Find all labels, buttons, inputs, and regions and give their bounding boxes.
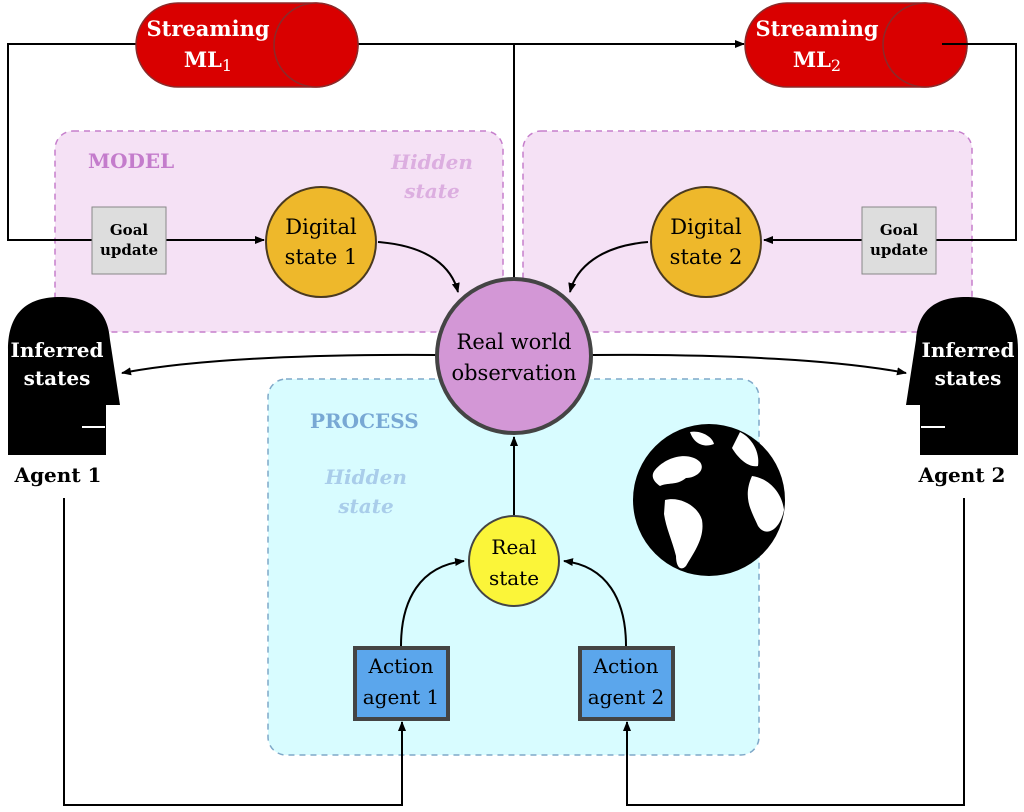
- edge-observation-to-agent1: [121, 353, 437, 376]
- model-hidden-state-line1: Hidden: [390, 150, 473, 174]
- streaming-ml-1-line2: ML1: [184, 47, 232, 75]
- edge-digital2-to-observation: [568, 241, 649, 293]
- agent-1-name: Agent 1: [14, 463, 102, 487]
- digital-state-1: Digital state 1: [265, 186, 377, 298]
- streaming-ml-2-line2: ML2: [793, 47, 841, 75]
- digital-state-1-line1: Digital: [285, 215, 357, 239]
- real-state-line1: Real: [491, 535, 536, 559]
- agent-2-head-line1: Inferred: [921, 338, 1014, 362]
- digital-state-1-line2: state 1: [285, 245, 358, 269]
- process-hidden-state-line2: state: [337, 494, 393, 518]
- edge-digital1-to-observation: [377, 241, 460, 293]
- goal-update-2-line2: update: [870, 241, 928, 259]
- action-agent-1-line2: agent 1: [363, 685, 440, 709]
- observation-line2: observation: [451, 361, 576, 385]
- globe-icon: [633, 424, 785, 576]
- streaming-ml-1-line1: Streaming: [146, 16, 269, 41]
- agent-1-head-line1: Inferred: [10, 338, 103, 362]
- action-agent-2-line2: agent 2: [588, 685, 665, 709]
- goal-update-2: Goal update: [861, 206, 937, 275]
- edge-agent2-to-action2: [623, 498, 965, 806]
- observation-line1: Real world: [457, 330, 572, 354]
- action-agent-1: Action agent 1: [353, 646, 450, 721]
- streaming-ml-2: Streaming ML2: [744, 2, 968, 88]
- agent-2-head-line2: states: [935, 366, 1002, 390]
- goal-update-1-line2: update: [100, 241, 158, 259]
- agent-2-name: Agent 2: [918, 463, 1006, 487]
- streaming-ml-1: Streaming ML1: [135, 2, 359, 88]
- model-label: MODEL: [88, 149, 174, 173]
- head-silhouette-icon: [906, 297, 1018, 455]
- agent-2: Inferred states Agent 2: [906, 297, 1018, 487]
- edge-action2-to-realstate: [563, 558, 627, 647]
- edge-ml1-to-goal1: [7, 43, 136, 241]
- digital-state-2-line1: Digital: [670, 215, 742, 239]
- model-hidden-state-line2: state: [403, 179, 459, 203]
- streaming-ml-2-line1: Streaming: [755, 16, 878, 41]
- action-agent-2-line1: Action: [593, 654, 659, 678]
- action-agent-1-line1: Action: [368, 654, 434, 678]
- real-state: Real state: [468, 515, 560, 607]
- goal-update-2-line1: Goal: [880, 221, 919, 239]
- edge-ml2-to-goal2: [936, 43, 1017, 241]
- agent-1: Inferred states Agent 1: [8, 297, 120, 487]
- real-state-line2: state: [489, 566, 539, 590]
- edge-action1-to-realstate: [400, 558, 465, 647]
- process-hidden-state-line1: Hidden: [324, 465, 407, 489]
- digital-state-2-line2: state 2: [670, 245, 743, 269]
- goal-update-1: Goal update: [91, 206, 167, 275]
- head-silhouette-icon: [8, 297, 120, 455]
- process-label: PROCESS: [310, 409, 419, 433]
- edge-observation-to-agent2: [591, 353, 907, 376]
- real-world-observation: Real world observation: [435, 277, 593, 435]
- goal-update-1-line1: Goal: [110, 221, 149, 239]
- agent-1-head-line2: states: [24, 366, 91, 390]
- action-agent-2: Action agent 2: [578, 646, 675, 721]
- edge-agent1-to-action1: [63, 498, 406, 806]
- digital-state-2: Digital state 2: [650, 186, 762, 298]
